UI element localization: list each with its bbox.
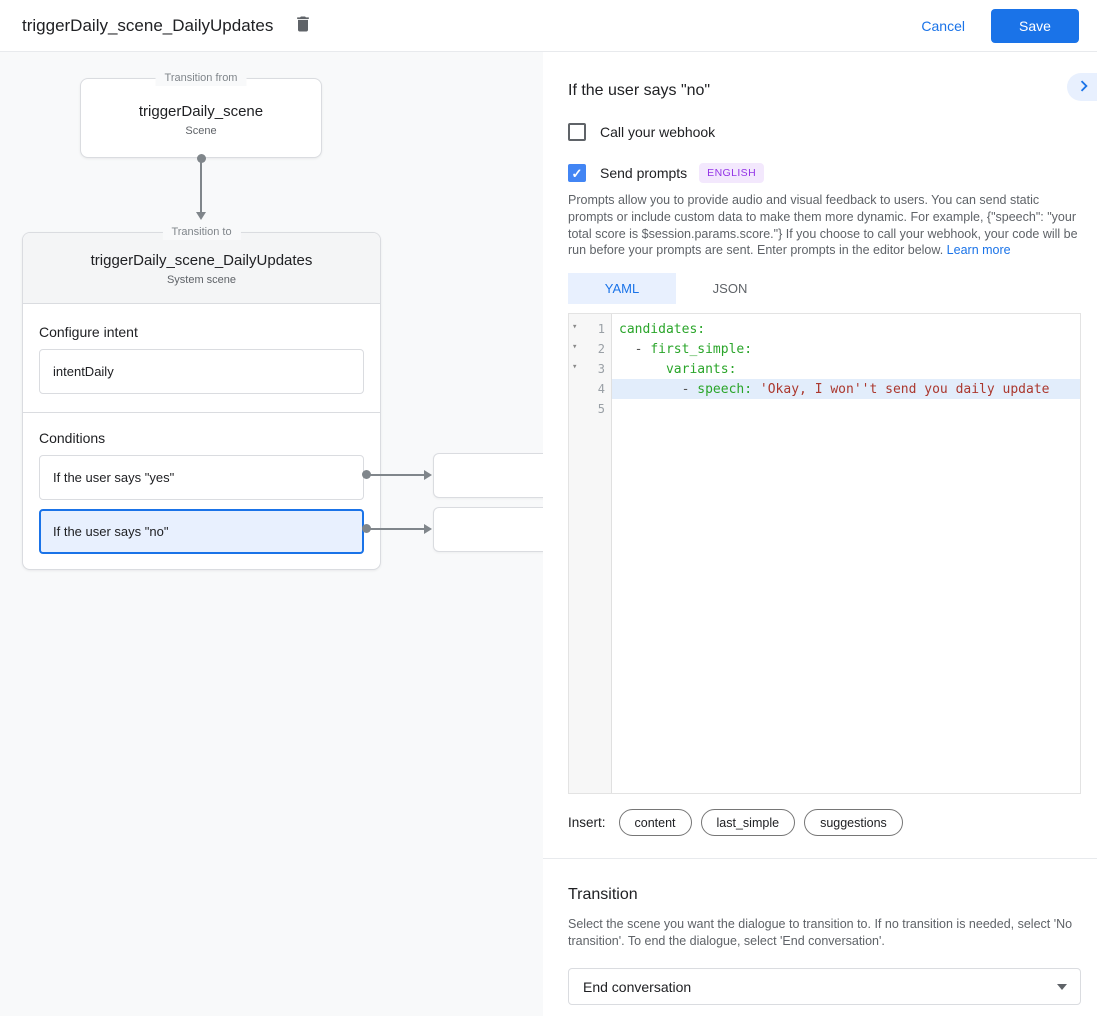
transition-from-node[interactable]: Transition from triggerDaily_scene Scene	[80, 71, 322, 158]
condition-item[interactable]: If the user says "yes"	[39, 455, 364, 500]
transition-description: Select the scene you want the dialogue t…	[568, 917, 1073, 948]
code-line: ▾1 candidates:	[569, 319, 1080, 339]
scene-diagram-panel: Transition from triggerDaily_scene Scene…	[0, 52, 543, 1016]
code-text: - speech: 'Okay, I won''t send you daily…	[612, 379, 1080, 399]
connector-dot	[362, 470, 371, 479]
to-scene-title: triggerDaily_scene_DailyUpdates	[90, 252, 313, 269]
conditions-section: Conditions If the user says "yes"If the …	[23, 413, 380, 554]
arrow-down-icon	[196, 212, 206, 220]
line-number: 4	[597, 382, 605, 396]
send-prompts-label: Send prompts	[600, 165, 688, 181]
configure-intent-label: Configure intent	[39, 324, 138, 340]
insert-chip-content[interactable]: content	[618, 809, 692, 836]
connector-line	[367, 528, 424, 530]
from-scene-type: Scene	[185, 125, 217, 137]
transition-selected-value: End conversation	[583, 978, 692, 995]
intent-item[interactable]: intentDaily	[39, 349, 364, 394]
language-badge: ENGLISH	[699, 163, 765, 183]
webhook-row: ✓ Call your webhook	[568, 123, 715, 141]
editor-gutter	[569, 314, 612, 793]
tab-json[interactable]: JSON	[712, 281, 748, 296]
transition-title: Transition	[568, 886, 638, 903]
code-line: ▾3 variants:	[569, 359, 1080, 379]
transition-to-node: Transition to triggerDaily_scene_DailyUp…	[22, 225, 381, 570]
condition-title: If the user says "no"	[568, 82, 711, 99]
code-line: ▾2 - first_simple:	[569, 339, 1080, 359]
connector-dot	[197, 154, 206, 163]
fold-arrow-icon[interactable]: ▾	[572, 342, 578, 352]
insert-chip-suggestions[interactable]: suggestions	[804, 809, 903, 836]
to-scene-header[interactable]: triggerDaily_scene_DailyUpdates System s…	[23, 233, 380, 304]
section-divider	[543, 858, 1097, 859]
condition-item[interactable]: If the user says "no"	[39, 509, 364, 554]
collapse-panel-button[interactable]	[1067, 73, 1097, 101]
check-icon: ✓	[571, 165, 583, 181]
connector-line	[200, 159, 202, 212]
dropdown-arrow-icon	[1057, 983, 1067, 990]
prompts-row: ✓ Send prompts ENGLISH	[568, 163, 765, 183]
cancel-button[interactable]: Cancel	[921, 17, 965, 34]
line-number: ▾3	[572, 362, 605, 376]
fold-arrow-icon[interactable]: ▾	[572, 362, 578, 372]
condition-detail-panel: If the user says "no" ✓ Call your webhoo…	[543, 52, 1097, 1016]
send-prompts-checkbox[interactable]: ✓	[568, 164, 586, 182]
conditions-label: Conditions	[39, 430, 106, 446]
delete-button[interactable]	[289, 12, 317, 40]
line-number: ▾2	[572, 342, 605, 356]
transition-to-legend: Transition to	[162, 225, 241, 240]
code-text	[612, 399, 1080, 419]
line-number: 5	[597, 402, 605, 416]
code-line: 4 - speech: 'Okay, I won''t send you dai…	[569, 379, 1080, 399]
page-title: triggerDaily_scene_DailyUpdates	[22, 15, 274, 35]
connector-line	[367, 474, 424, 476]
transition-target-node[interactable]	[433, 507, 543, 552]
transition-from-legend: Transition from	[155, 71, 247, 86]
prompts-description: Prompts allow you to provide audio and v…	[568, 193, 1078, 258]
save-button[interactable]: Save	[991, 8, 1079, 43]
call-webhook-label: Call your webhook	[600, 124, 716, 140]
code-line: 5	[569, 399, 1080, 419]
code-text: - first_simple:	[634, 341, 753, 357]
to-scene-type: System scene	[166, 274, 237, 286]
trash-icon	[293, 14, 313, 37]
line-number: ▾1	[572, 322, 605, 336]
transition-target-node[interactable]	[433, 453, 543, 498]
configure-intent-section: Configure intent intentDaily	[23, 304, 380, 413]
tab-yaml[interactable]: YAML	[568, 273, 676, 304]
transition-select[interactable]: End conversation	[568, 968, 1081, 1005]
editor-format-tabs: YAML JSON	[568, 273, 784, 304]
insert-label: Insert:	[568, 815, 606, 830]
fold-arrow-icon[interactable]: ▾	[572, 322, 578, 332]
code-text: variants:	[665, 361, 737, 377]
app-header: triggerDaily_scene_DailyUpdates Cancel S…	[0, 0, 1097, 52]
insert-row: Insert: content last_simple suggestions	[568, 809, 912, 836]
arrow-right-icon	[424, 470, 432, 480]
connector-dot	[362, 524, 371, 533]
insert-chips: content last_simple suggestions	[618, 809, 912, 836]
header-actions: Cancel Save	[921, 8, 1097, 43]
chevron-right-icon	[1073, 75, 1095, 100]
conditions-list: If the user says "yes" If the user says "…	[39, 455, 364, 554]
insert-chip-last_simple[interactable]: last_simple	[700, 809, 796, 836]
from-scene-title: triggerDaily_scene	[138, 103, 264, 120]
code-text: candidates:	[619, 321, 706, 337]
call-webhook-checkbox[interactable]: ✓	[568, 123, 586, 141]
arrow-right-icon	[424, 524, 432, 534]
learn-more-link[interactable]: Learn more	[946, 243, 1011, 258]
